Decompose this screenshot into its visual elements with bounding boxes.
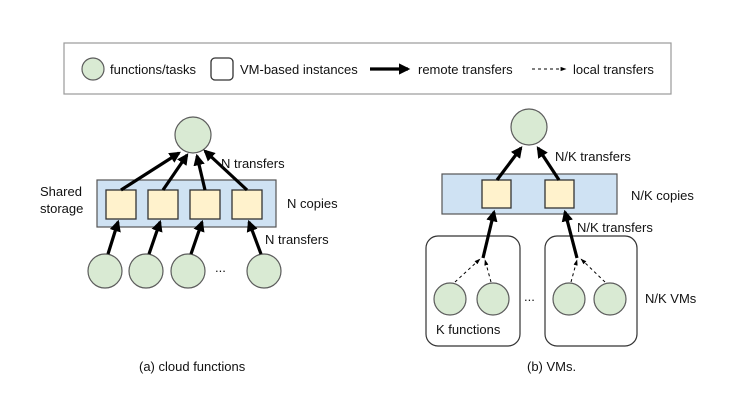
right-top-transfers-label: N/K transfers <box>555 149 631 164</box>
transfer-arrow-top-3 <box>193 153 207 191</box>
left-bottom-transfers-label: N transfers <box>265 232 329 247</box>
storage-copy-3 <box>189 189 221 220</box>
transfer-arrow-top-4 <box>203 149 249 192</box>
vms-diagram: N/K transfers N/K copies N/K transfers N… <box>425 108 697 374</box>
vm-copy-1 <box>481 179 512 209</box>
storage-copy-1 <box>105 189 137 220</box>
transfer-arrow-bottom-2 <box>147 219 163 255</box>
right-caption: (b) VMs. <box>527 359 576 374</box>
vm-group-label: K functions <box>436 322 501 337</box>
vm1-function-node-2 <box>476 282 510 316</box>
vm1-remote-arrow <box>481 209 498 259</box>
legend-function-icon <box>81 57 105 81</box>
vm-group-1 <box>425 235 521 347</box>
vm-transfer-arrow-top-1 <box>495 146 523 181</box>
right-bottom-transfers-label: N/K transfers <box>577 220 653 235</box>
right-vms-label: N/K VMs <box>645 291 697 306</box>
shared-storage-label-2: storage <box>40 201 83 216</box>
storage-copy-4 <box>231 189 263 220</box>
legend-instances-label: VM-based instances <box>240 62 358 77</box>
vm-storage-box <box>441 173 618 215</box>
storage-copy-2 <box>147 189 179 220</box>
vm1-function-node-1 <box>433 282 467 316</box>
left-ellipsis: ... <box>215 260 226 275</box>
legend-frame <box>63 42 672 95</box>
legend-functions-label: functions/tasks <box>110 62 196 77</box>
transfer-arrow-top-1 <box>120 151 181 192</box>
shared-storage-label: Shared <box>40 184 82 199</box>
left-top-transfers-label: N transfers <box>221 156 285 171</box>
aggregator-function-node <box>174 116 212 154</box>
function-node-2 <box>128 253 164 289</box>
legend-remote-label: remote transfers <box>418 62 513 77</box>
vm-group-2 <box>544 235 638 347</box>
vm2-function-node-2 <box>593 282 627 316</box>
vm-transfer-arrow-top-2 <box>536 146 561 181</box>
transfer-arrow-bottom-4 <box>246 219 263 255</box>
vm-copy-2 <box>544 179 575 209</box>
transfer-arrow-bottom-3 <box>189 219 205 255</box>
vm2-local-arrow-1 <box>570 259 578 283</box>
legend-instance-icon <box>210 57 234 81</box>
vm2-function-node-1 <box>552 282 586 316</box>
function-node-3 <box>170 253 206 289</box>
left-caption: (a) cloud functions <box>139 359 246 374</box>
legend: functions/tasks VM-based instances remot… <box>63 42 672 95</box>
vm2-remote-arrow <box>561 209 579 259</box>
right-ellipsis: ... <box>524 289 535 304</box>
transfer-arrow-bottom-1 <box>106 219 121 255</box>
left-copies-label: N copies <box>287 196 338 211</box>
right-copies-label: N/K copies <box>631 188 694 203</box>
transfer-arrow-top-2 <box>161 153 189 191</box>
function-node-1 <box>87 253 123 289</box>
vm-aggregator-function-node <box>510 108 548 146</box>
function-node-n <box>246 253 282 289</box>
legend-local-label: local transfers <box>573 62 654 77</box>
vm1-local-arrow-2 <box>484 259 492 283</box>
cloud-functions-diagram: Shared storage N transfers N copies N tr… <box>40 116 338 374</box>
